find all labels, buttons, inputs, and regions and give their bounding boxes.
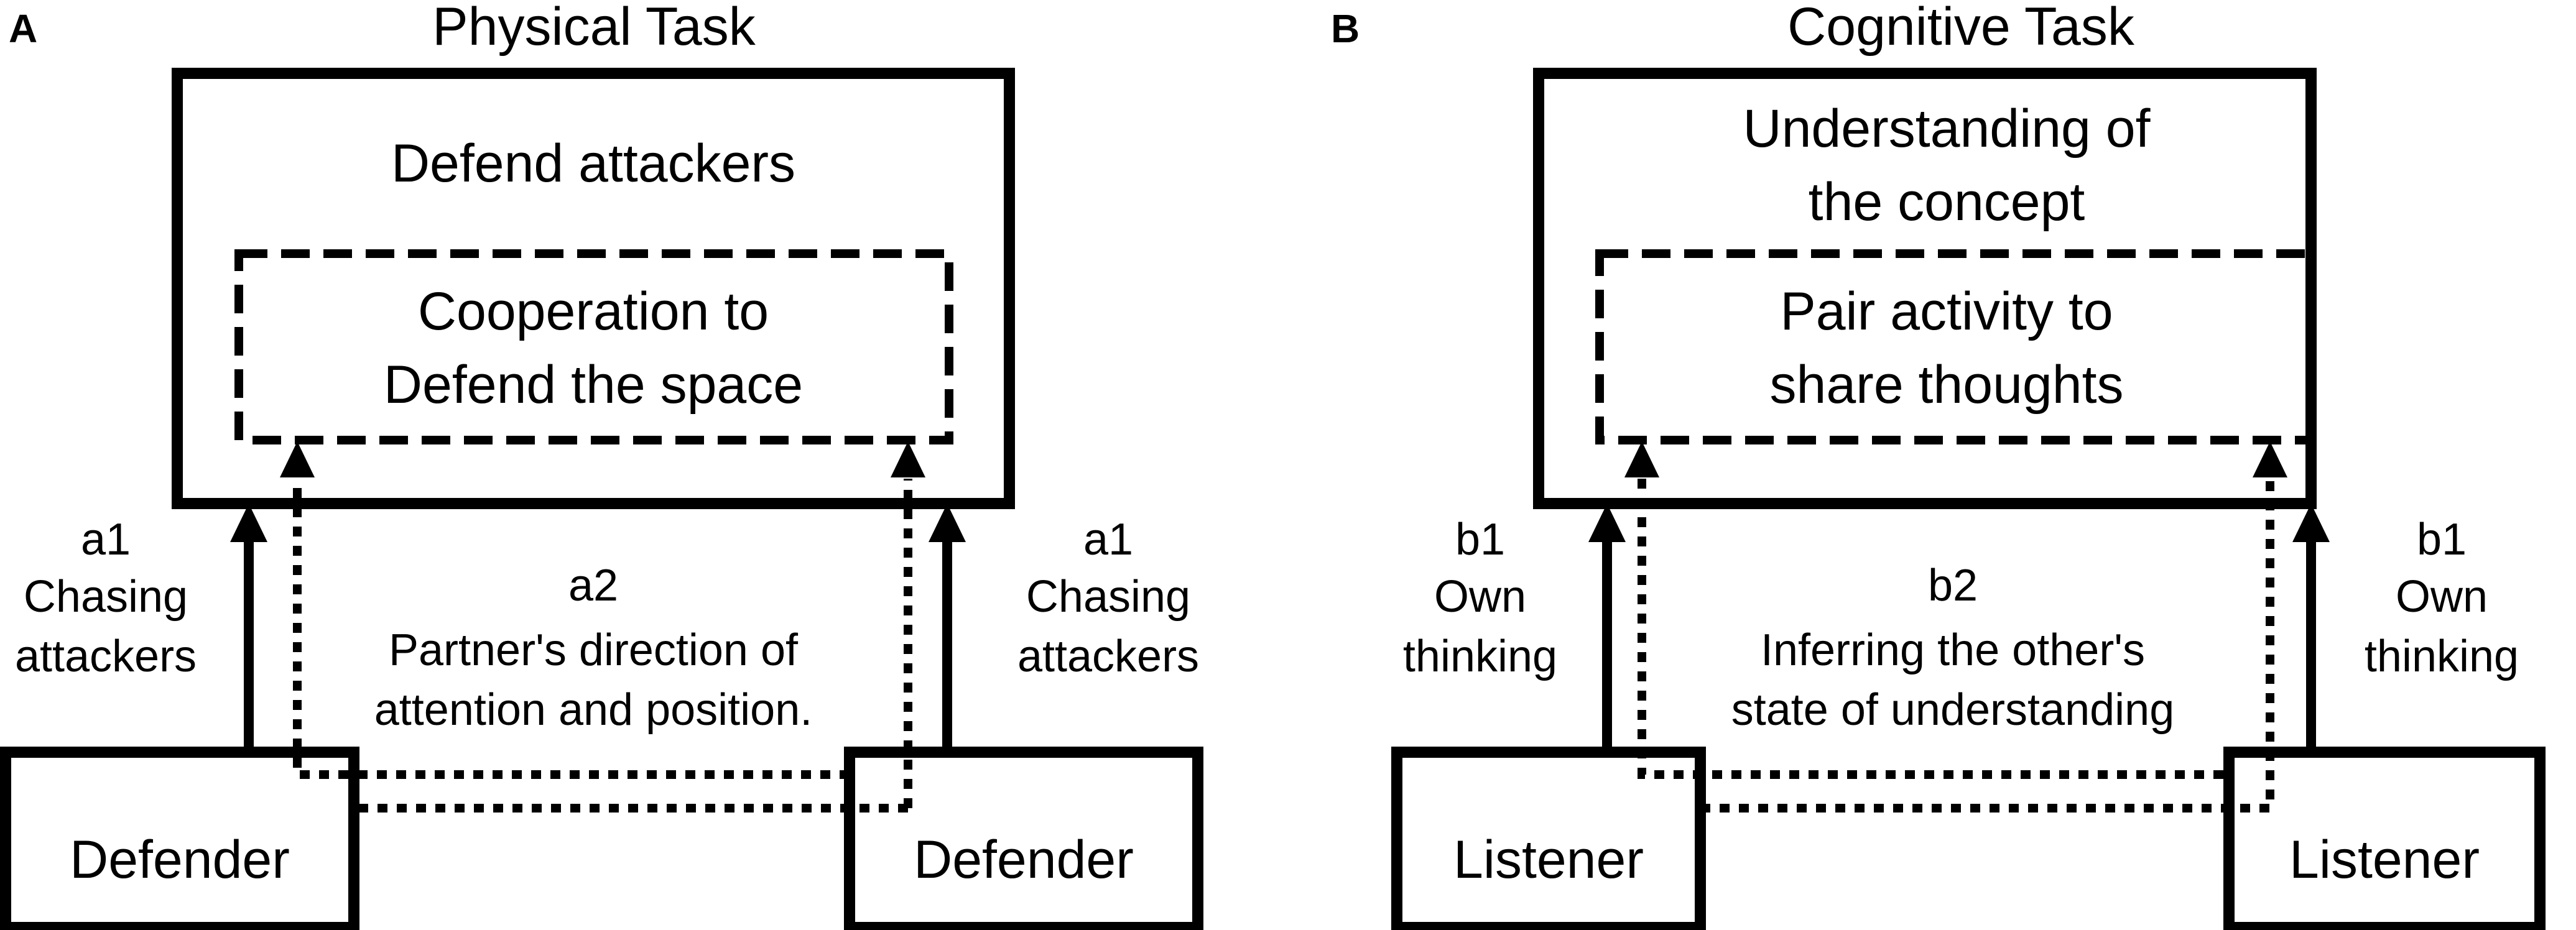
- panel-b-right-label-line1: b1: [2417, 515, 2467, 564]
- panel-a-title: Physical Task: [432, 0, 756, 57]
- panel-b-inner-box: [1595, 249, 2317, 444]
- panel-b-left-label-line3: thinking: [1403, 632, 1557, 681]
- panel-b-center-label-line2: Inferring the other's: [1761, 625, 2145, 675]
- panel-b-right-node-label: Listener: [2289, 830, 2480, 890]
- panel-b-left-node-label: Listener: [1453, 830, 1644, 890]
- panel-a-center-label-line3: attention and position.: [374, 685, 813, 735]
- panel-a-inner-box: [234, 249, 953, 444]
- panel-b-left-solid-arrowhead: [1588, 504, 1626, 542]
- panel-b-center-label-line3: state of understanding: [1731, 685, 2175, 735]
- panel-a-left-dotted-arrowhead: [280, 441, 315, 477]
- panel-a-left-node-label: Defender: [70, 830, 290, 890]
- panel-b-right-label-line3: thinking: [2365, 632, 2519, 681]
- panel-b-title: Cognitive Task: [1787, 0, 2135, 57]
- panel-b-left-dotted-arrow: [1638, 479, 2229, 779]
- panel-b-inner-box-line1: Pair activity to: [1780, 282, 2113, 341]
- panel-b: B Cognitive Task Understanding of the co…: [1331, 0, 2546, 930]
- panel-b-outer-box-line1: Understanding of: [1743, 99, 2151, 159]
- panel-b-right-node: [2223, 747, 2546, 930]
- panel-b-left-dotted-arrowhead: [1624, 441, 1659, 477]
- panel-a-right-label-line1: a1: [1083, 515, 1133, 564]
- panel-a-right-node: [844, 747, 1203, 930]
- panel-b-left-label-line2: Own: [1434, 572, 1526, 622]
- panel-b-right-label-line2: Own: [2396, 572, 2488, 622]
- panel-a-left-label-line2: Chasing: [24, 572, 188, 622]
- panel-a: A Physical Task Defend attackers Coopera…: [0, 0, 1203, 930]
- panel-a-inner-box-line2: Defend the space: [384, 355, 803, 415]
- panel-a-right-node-label: Defender: [914, 830, 1134, 890]
- panel-b-right-solid-arrowhead: [2292, 504, 2330, 542]
- panel-a-right-solid-arrowhead: [929, 504, 966, 542]
- panel-a-right-label-line2: Chasing: [1026, 572, 1190, 622]
- panel-b-right-dotted-arrowhead: [2253, 441, 2287, 477]
- panel-b-outer-box-line2: the concept: [1809, 172, 2085, 232]
- panel-b-left-label-line1: b1: [1455, 515, 1505, 564]
- panel-a-left-solid-arrowhead: [230, 504, 267, 542]
- panel-a-left-label-line1: a1: [81, 515, 131, 564]
- panel-b-center-label-line1: b2: [1928, 561, 1978, 610]
- panel-a-left-label-line3: attackers: [15, 632, 197, 681]
- panel-a-outer-box: [172, 68, 1015, 509]
- panel-a-right-dotted-arrowhead: [891, 441, 925, 477]
- panel-b-inner-box-line2: share thoughts: [1770, 355, 2124, 415]
- panel-a-letter: A: [9, 6, 37, 51]
- panel-a-left-node: [0, 747, 359, 930]
- panel-a-center-label-line2: Partner's direction of: [389, 625, 799, 675]
- panel-a-outer-box-label: Defend attackers: [391, 134, 795, 193]
- panel-b-letter: B: [1331, 6, 1360, 51]
- panel-a-center-label-line1: a2: [568, 561, 618, 610]
- panel-b-left-node: [1391, 747, 1706, 930]
- panel-a-right-label-line3: attackers: [1017, 632, 1199, 681]
- panel-a-inner-box-line1: Cooperation to: [418, 282, 769, 341]
